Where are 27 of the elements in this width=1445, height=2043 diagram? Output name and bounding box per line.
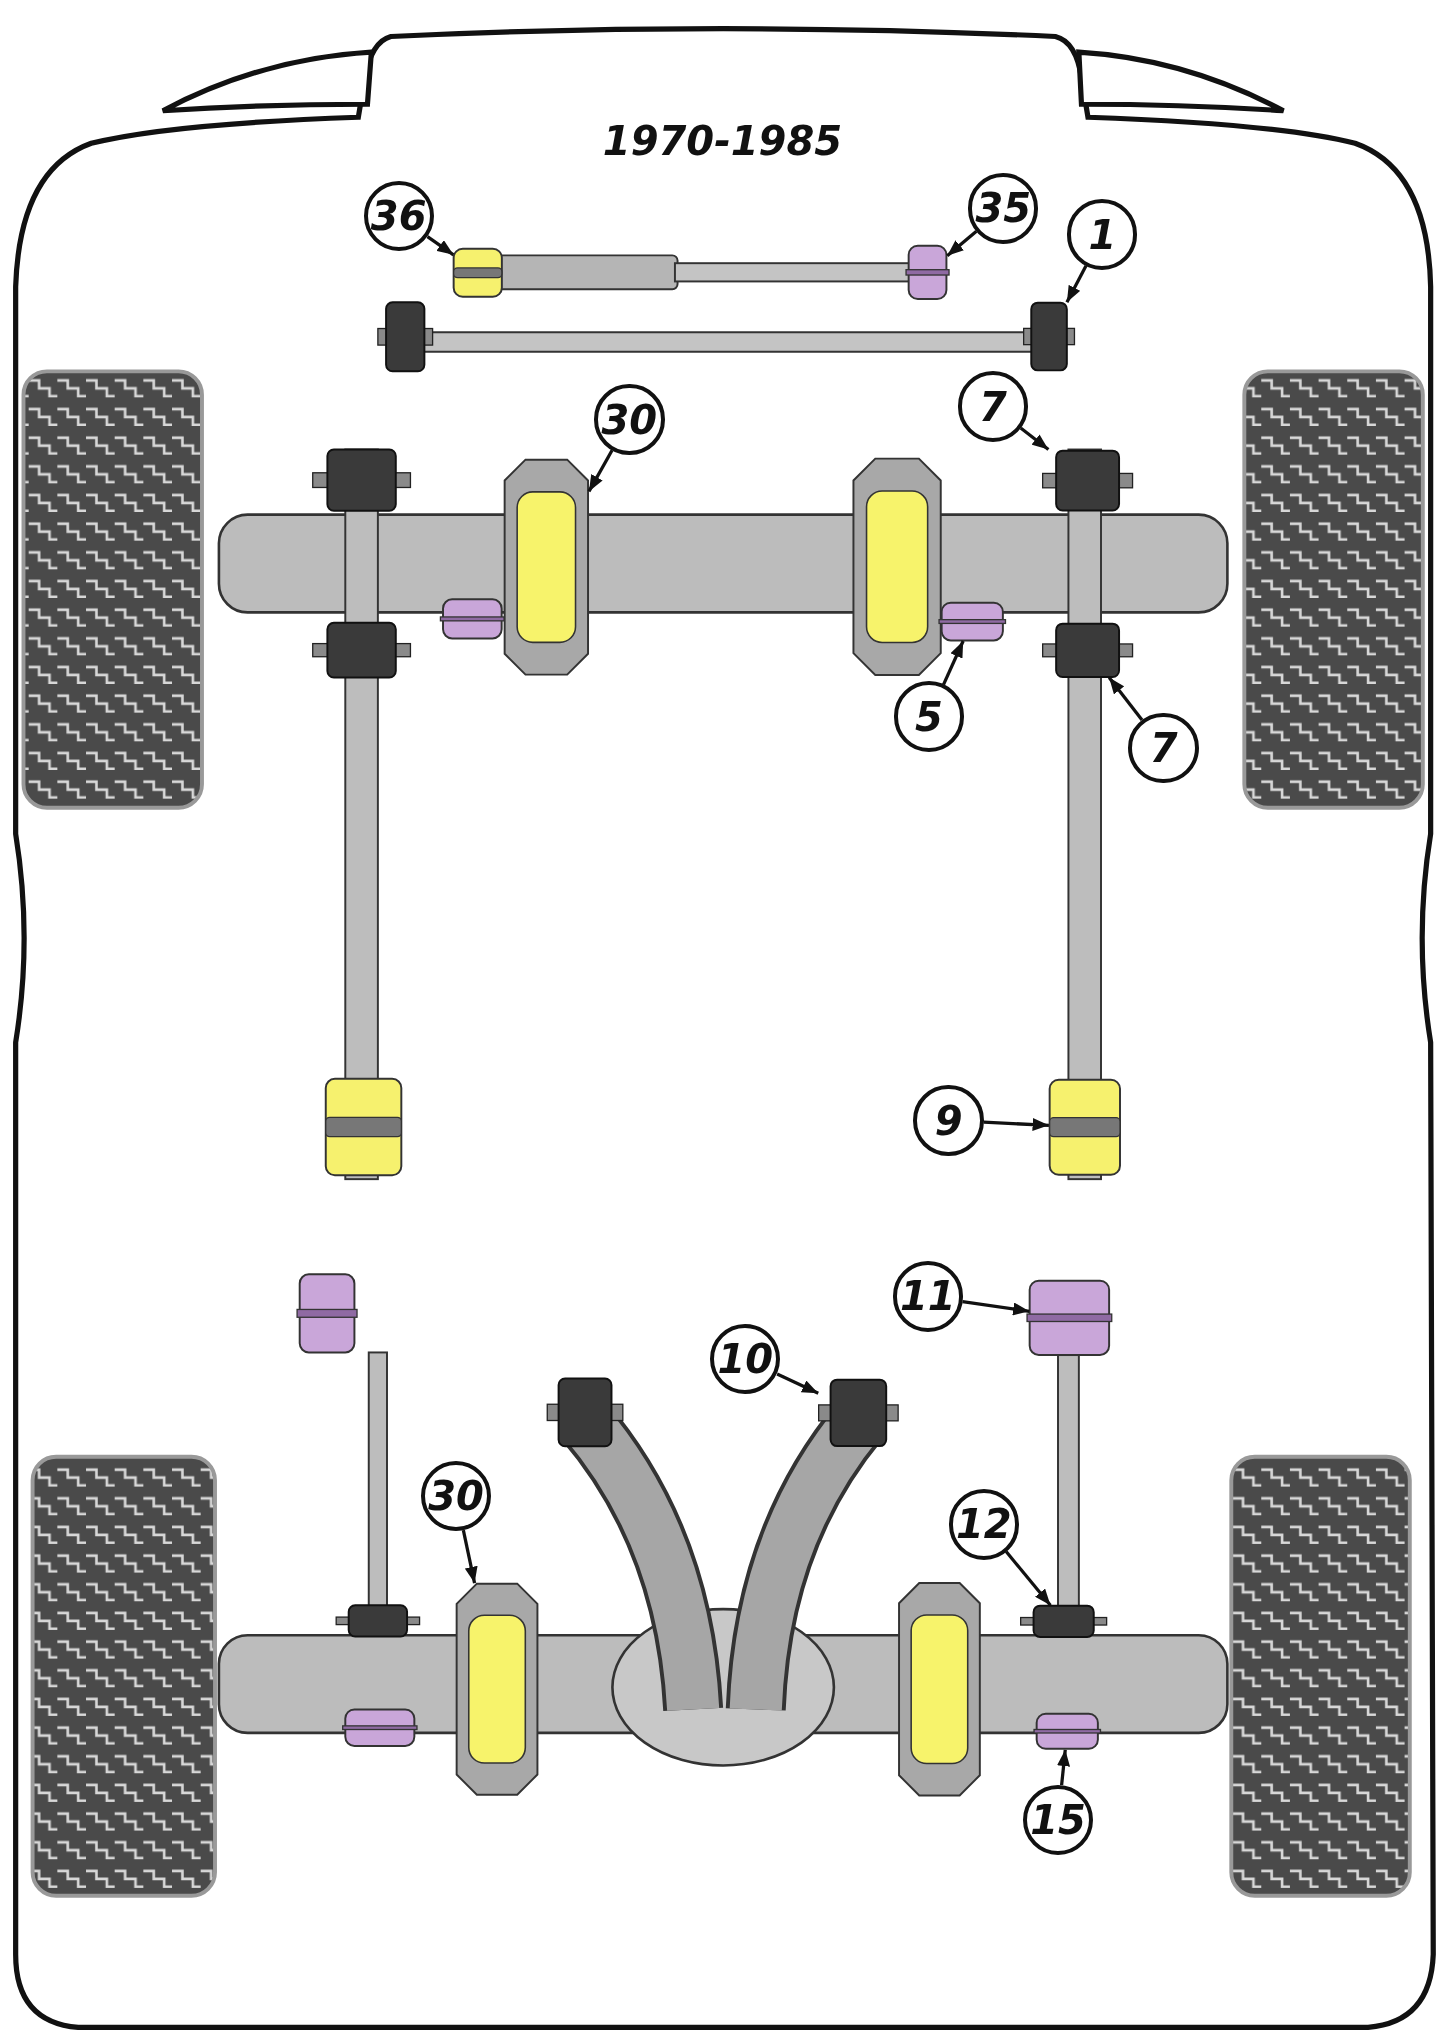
leader-line bbox=[1065, 264, 1088, 304]
leader-line bbox=[1019, 426, 1050, 451]
leader-line bbox=[962, 1299, 1030, 1316]
leader-line bbox=[983, 1118, 1049, 1132]
leader-line bbox=[1004, 1550, 1052, 1607]
bush-drawing bbox=[1035, 1713, 1099, 1750]
bush-block bbox=[1042, 622, 1134, 678]
leader-line bbox=[587, 449, 614, 493]
leader-line bbox=[776, 1372, 819, 1395]
bush-drawing bbox=[453, 247, 503, 298]
title: 1970-1985 bbox=[602, 118, 843, 164]
bush-drawing bbox=[1029, 1279, 1111, 1356]
bush-drawing bbox=[940, 601, 1004, 642]
leader-line bbox=[946, 229, 978, 258]
mount-plate-drawing bbox=[504, 458, 589, 675]
bush-block bbox=[1022, 302, 1075, 372]
leader-line bbox=[942, 640, 965, 686]
bush-block bbox=[1042, 449, 1134, 511]
leader-line bbox=[1107, 676, 1144, 722]
bush-drawing bbox=[1048, 1078, 1121, 1176]
mount-plate-drawing bbox=[456, 1583, 539, 1796]
bush-drawing bbox=[908, 244, 948, 300]
leader-line bbox=[426, 235, 455, 257]
bush-block bbox=[1020, 1605, 1108, 1638]
bush-block bbox=[818, 1378, 900, 1447]
leader-line bbox=[1057, 1749, 1071, 1786]
leader-line bbox=[461, 1529, 478, 1584]
